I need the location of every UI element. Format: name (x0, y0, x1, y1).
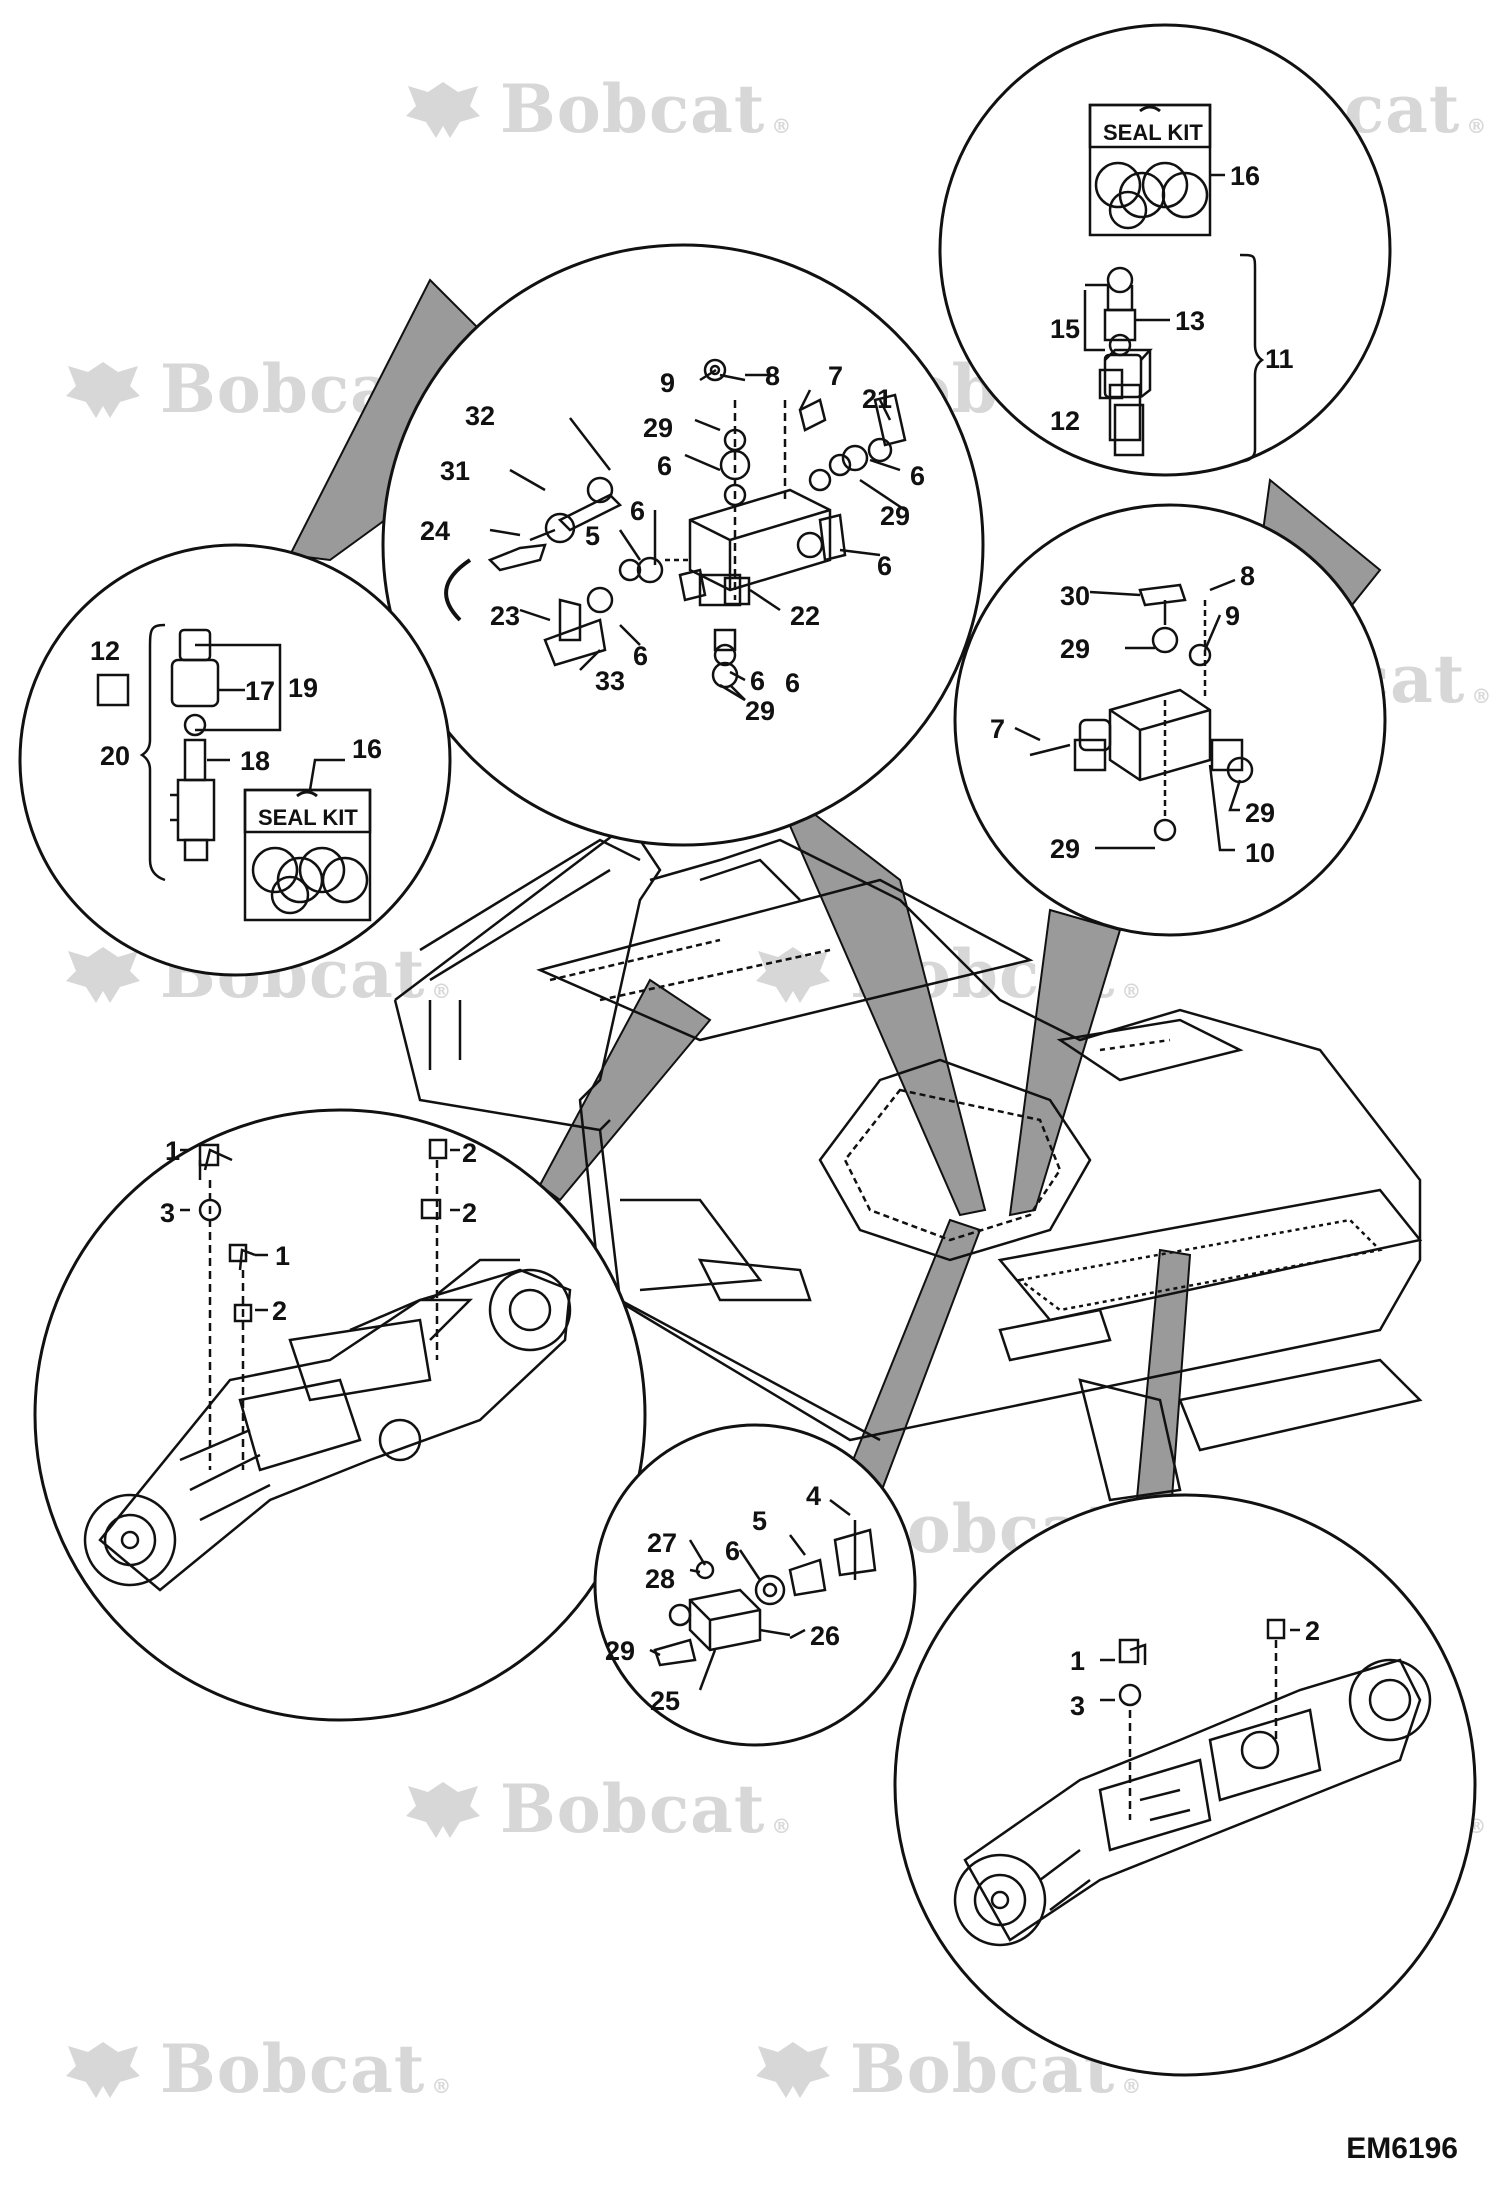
callout-9: 9 (1225, 601, 1240, 631)
callout-5: 5 (585, 521, 600, 551)
detail-circle-solenoid-left (18, 543, 452, 977)
axle-right-assembly (953, 1618, 1432, 1947)
callout-29: 29 (745, 696, 775, 726)
detail-circle-coupler (593, 1423, 917, 1747)
detail-circle-axle-left (33, 1108, 647, 1722)
bobcat-head-icon (60, 2036, 146, 2102)
callout-9: 9 (660, 368, 675, 398)
solenoid-top-right (1083, 253, 1265, 464)
callout-7: 7 (828, 361, 843, 391)
callout-31: 31 (440, 456, 470, 486)
valve-block-assembly (444, 358, 907, 702)
coupler-assembly (649, 1499, 877, 1691)
watermark-11: Bobcat® (400, 1770, 792, 1848)
watermark-text: Bobcat (500, 70, 766, 148)
callout-6: 6 (657, 451, 672, 481)
callout-20: 20 (100, 741, 130, 771)
callout-12: 12 (1050, 406, 1080, 436)
callout-2: 2 (272, 1296, 287, 1326)
callout-3: 3 (1070, 1691, 1085, 1721)
callout-16: 16 (352, 734, 382, 764)
bobcat-head-icon (400, 1776, 486, 1842)
callout-6: 6 (910, 461, 925, 491)
seal-kit-label: SEAL KIT (258, 805, 358, 830)
watermark-text: Bobcat (160, 2030, 426, 2108)
callout-32: 32 (465, 401, 495, 431)
callout-29: 29 (643, 413, 673, 443)
axle-left-callouts: 1 2 3 2 1 2 (160, 1136, 477, 1326)
axle-right-callouts: 2 1 3 (1070, 1616, 1320, 1721)
solenoid-left-assembly (96, 623, 372, 922)
callout-18: 18 (240, 746, 270, 776)
callout-2: 2 (462, 1198, 477, 1228)
callout-1: 1 (165, 1136, 180, 1166)
callout-22: 22 (790, 601, 820, 631)
valve-block-callouts: 32 31 24 23 33 9 8 7 21 29 6 5 6 6 6 29 … (420, 361, 925, 726)
callout-2: 2 (1305, 1616, 1320, 1646)
valve-right-assembly (1014, 578, 1254, 852)
callout-6: 6 (877, 551, 892, 581)
watermark-1: Bobcat® (400, 70, 792, 148)
callout-17: 17 (245, 676, 275, 706)
callout-6: 6 (633, 641, 648, 671)
callout-8: 8 (765, 361, 780, 391)
bobcat-head-icon (60, 941, 146, 1007)
callout-4: 4 (806, 1481, 821, 1511)
callout-6: 6 (725, 1536, 740, 1566)
callout-7: 7 (990, 714, 1005, 744)
callout-28: 28 (645, 1564, 675, 1594)
drawing-id: EM6196 (1346, 2132, 1458, 2165)
watermark-text: Bobcat (500, 1770, 766, 1848)
callout-3: 3 (160, 1198, 175, 1228)
callout-1: 1 (1070, 1646, 1085, 1676)
callout-5: 5 (752, 1506, 767, 1536)
callout-33: 33 (595, 666, 625, 696)
callout-11: 11 (1265, 344, 1294, 374)
callout-29: 29 (1050, 834, 1080, 864)
callout-19: 19 (288, 673, 318, 703)
callout-29: 29 (880, 501, 910, 531)
detail-circle-axle-right (893, 1493, 1477, 2077)
callout-16: 16 (1230, 161, 1260, 191)
callout-29: 29 (1245, 798, 1275, 828)
callout-15: 15 (1050, 314, 1080, 344)
callout-23: 23 (490, 601, 520, 631)
seal-kit-box-top (1088, 103, 1225, 237)
detail-circle-seal-kit (938, 23, 1392, 477)
callout-21: 21 (862, 384, 892, 414)
watermark-13: Bobcat® (60, 2030, 452, 2108)
valve-right-callouts: 30 8 29 9 7 29 29 10 (990, 561, 1275, 868)
callout-29: 29 (605, 1636, 635, 1666)
callout-2: 2 (462, 1138, 477, 1168)
callout-24: 24 (420, 516, 450, 546)
pointer-wedges (288, 278, 1382, 1527)
callout-10: 10 (1245, 838, 1275, 868)
detail-circle-valve-right (953, 503, 1387, 937)
callout-12: 12 (90, 636, 120, 666)
callout-29: 29 (1060, 634, 1090, 664)
callout-30: 30 (1060, 581, 1090, 611)
callout-26: 26 (810, 1621, 840, 1651)
callout-8: 8 (1240, 561, 1255, 591)
coupler-callouts: 4 5 27 6 28 26 29 25 (605, 1481, 840, 1716)
bobcat-head-icon (60, 356, 146, 422)
callout-6: 6 (750, 666, 765, 696)
seal-kit-callouts: 16 13 15 12 11 (1050, 161, 1294, 436)
bobcat-head-icon (400, 76, 486, 142)
bobcat-head-icon (750, 2036, 836, 2102)
seal-kit-label: SEAL KIT (1103, 120, 1203, 145)
machine-frame (393, 828, 1423, 1502)
callout-13: 13 (1175, 306, 1205, 336)
callout-27: 27 (647, 1528, 677, 1558)
solenoid-left-callouts: 12 19 17 20 18 16 (90, 636, 382, 776)
axle-left-assembly (83, 1138, 572, 1592)
detail-circle-valve-block (381, 243, 985, 847)
callout-6: 6 (630, 496, 645, 526)
callout-1: 1 (275, 1241, 290, 1271)
callout-6: 6 (785, 668, 800, 698)
callout-25: 25 (650, 1686, 680, 1716)
bobcat-head-icon (750, 941, 836, 1007)
